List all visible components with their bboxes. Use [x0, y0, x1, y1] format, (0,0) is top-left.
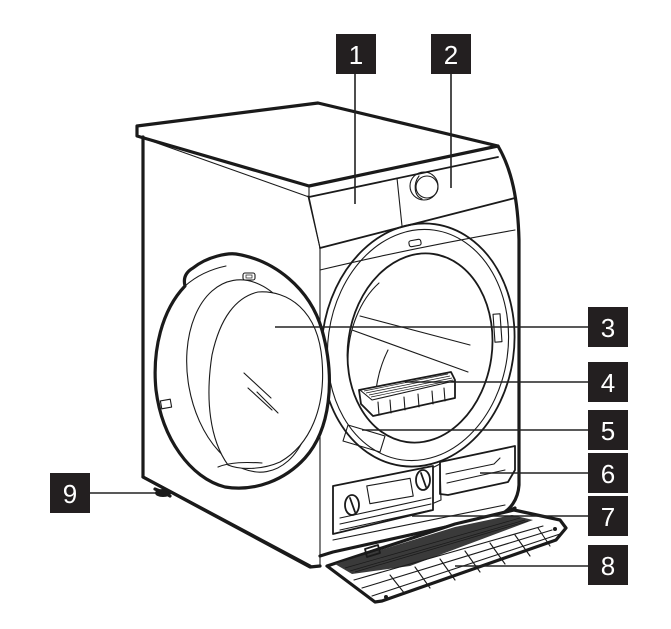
- door[interactable]: [153, 252, 331, 490]
- air-vents-flap[interactable]: [325, 508, 568, 604]
- flap-hinge: [364, 544, 381, 558]
- callout-1: 1: [336, 34, 376, 74]
- drum-opening: [320, 222, 516, 468]
- callout-9-label: 9: [63, 479, 77, 509]
- filter[interactable]: [358, 371, 456, 417]
- callout-7-label: 7: [601, 502, 615, 532]
- knob-inner: [415, 175, 439, 199]
- condenser-cover[interactable]: [332, 465, 434, 535]
- callout-3: 3: [588, 307, 628, 347]
- lower-section: [318, 445, 517, 558]
- callout-9: 9: [50, 473, 90, 513]
- leader-lines: [90, 74, 588, 567]
- water-container[interactable]: [431, 445, 516, 504]
- callout-6-label: 6: [601, 459, 615, 489]
- door-handle-icon: [242, 272, 256, 281]
- latch-slot: [408, 238, 422, 248]
- callout-3-label: 3: [601, 313, 615, 343]
- callout-8: 8: [588, 545, 628, 585]
- front-right-edge: [496, 144, 521, 517]
- callout-8-label: 8: [601, 551, 615, 581]
- rating-plate: [342, 424, 386, 453]
- callout-2-label: 2: [444, 40, 458, 70]
- callout-4: 4: [588, 362, 628, 402]
- callout-6: 6: [588, 453, 628, 493]
- top-panel: [135, 101, 500, 188]
- callout-2: 2: [431, 34, 471, 74]
- callout-5-label: 5: [601, 416, 615, 446]
- callout-4-label: 4: [601, 368, 615, 398]
- program-knob[interactable]: [409, 171, 439, 201]
- door-glass-inner: [208, 291, 324, 469]
- callout-1-label: 1: [349, 40, 363, 70]
- callouts: 1 2 3 4 5 6 7 8: [50, 34, 628, 585]
- callout-5: 5: [588, 410, 628, 450]
- callout-7: 7: [588, 496, 628, 536]
